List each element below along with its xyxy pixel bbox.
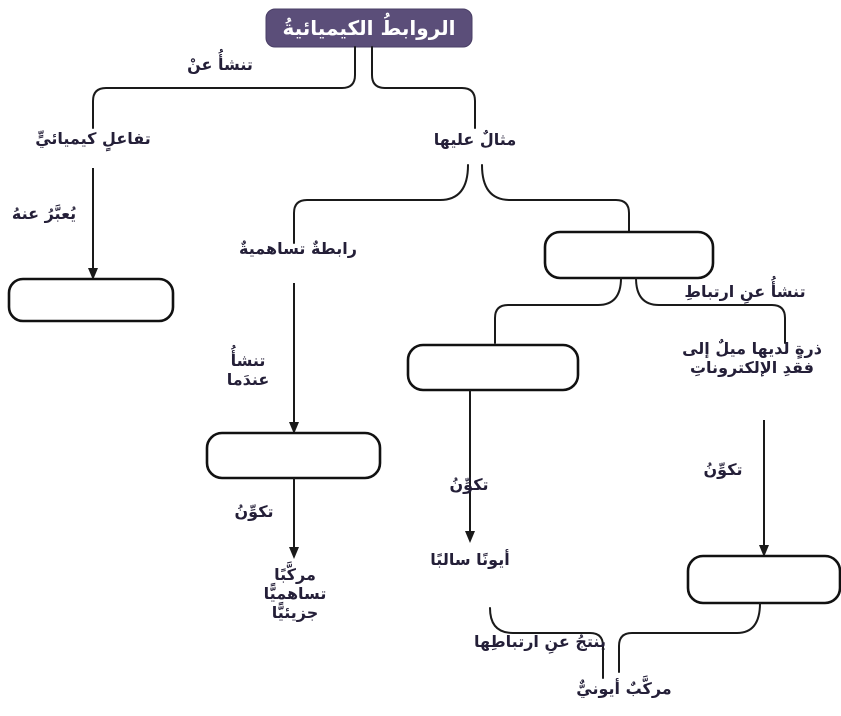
blank-box-1[interactable] [7,277,175,323]
blank-box-5[interactable] [686,554,841,605]
blank-box-1-hit[interactable] [9,279,173,321]
blank-box-4-hit[interactable] [545,232,713,278]
connector-label-arises-when: تنشأُ عندَما [226,351,270,389]
node-atom-tends-to-lose-electrons: ذرةٍ لديها ميلٌ إلى فقدِ الإلكتروناتِ [682,339,822,377]
node-covalent-bond: رابطةٌ تساهميةٌ [239,239,357,258]
arrow-head-negative-ion [465,531,475,543]
connector-label-forms-middle: تكوِّنُ [449,475,489,494]
page-title: الروابطُ الكيميائيةُ [282,16,456,40]
node-negative-ion: أيونًا سالبًا [430,550,510,569]
connector-label-arises-from: تنشأُ عنْ [187,55,253,74]
node-molecular-covalent-compound: مركَّبًا تساهميًّا جزيئيًّا [263,565,327,622]
connector-label-example-of: مثالٌ عليها [433,130,517,149]
connector-label-forms-right: تكوِّنُ [703,460,743,479]
connector-label-expressed-by: يُعبَّرُ عنهُ [11,204,77,223]
arrow-head-box2 [289,422,299,434]
connector-example-split-right [481,164,630,233]
blank-box-3[interactable] [406,343,580,392]
blank-box-5-hit[interactable] [688,556,840,603]
connector-negative-ion-to-merge [489,607,604,679]
node-ionic-compound: مركَّبٌ أيونيٌّ [576,679,672,698]
arrow-head-molecular-compound [289,547,299,559]
arrow-head-box1 [88,268,98,280]
connector-box4-split-left [494,277,622,344]
blank-box-2-hit[interactable] [207,433,380,478]
connector-label-arises-from-bonding: تنشأُ عنِ ارتباطِ [684,282,806,301]
blank-box-4[interactable] [543,230,715,280]
title-node-shape [265,8,473,48]
arrow-head-box5 [759,545,769,557]
connector-example-split-left [293,164,469,244]
connector-title-to-reaction [92,46,356,129]
connector-box5-to-merge [618,602,761,673]
connector-label-forms-left: تكوِّنُ [234,502,274,521]
connector-box4-split-right [635,277,786,344]
blank-box-3-hit[interactable] [408,345,578,390]
connector-label-results-from-bonding: ينتجُ عنِ ارتباطِها [474,632,606,651]
node-chemical-reaction: تفاعلٍ كيميائيٍّ [35,129,151,148]
connector-title-to-example [371,46,476,129]
